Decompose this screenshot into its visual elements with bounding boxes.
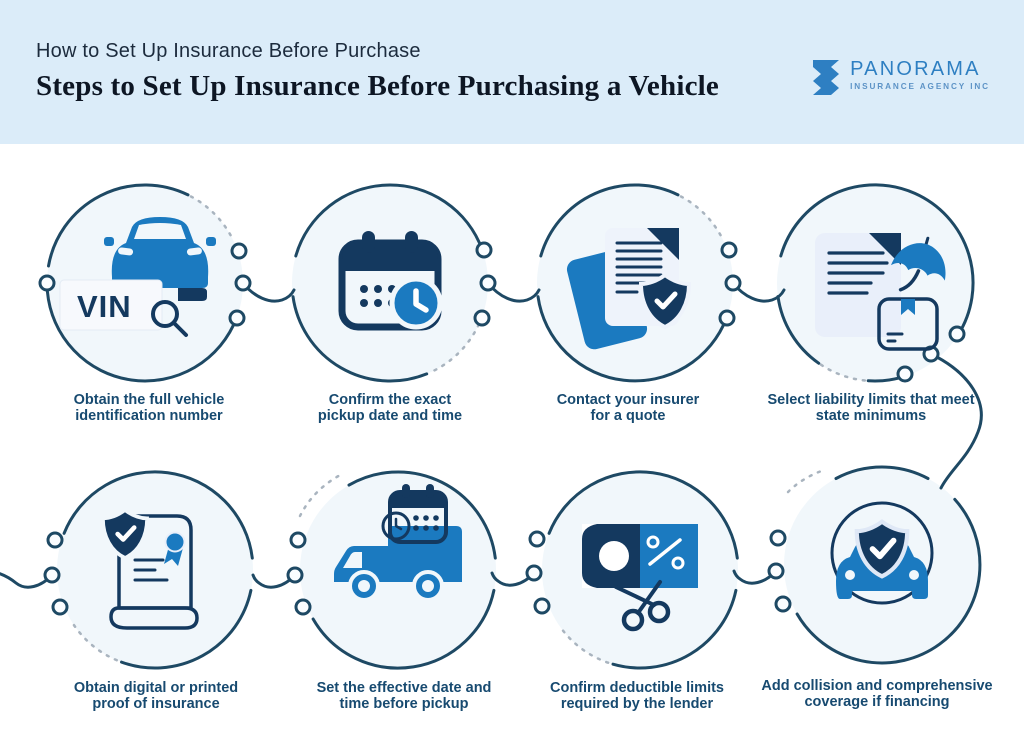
connector-hook [241, 281, 296, 303]
connector-dot [479, 274, 497, 292]
box-icon [877, 297, 939, 351]
shield-check-icon [854, 519, 910, 579]
connector-dot [525, 564, 543, 582]
connector-dot [228, 309, 246, 327]
step-ring [45, 290, 238, 383]
step-caption-2: Confirm the exact pickup date and time [317, 392, 463, 424]
connector-hook [732, 569, 778, 585]
connector-dot [51, 598, 69, 616]
banknote-percent-scissors-icon [582, 524, 698, 632]
document-lines [827, 251, 889, 295]
umbrella-icon [890, 236, 946, 292]
connector-dashed [679, 195, 725, 242]
step-ring [294, 183, 484, 258]
connector-hook [251, 573, 297, 589]
scissors-icon [614, 580, 671, 632]
connector-dot [767, 562, 785, 580]
connector-dot [896, 365, 914, 383]
step-caption-4: Select liability limits that meet state … [767, 392, 975, 424]
step-ring [62, 470, 254, 560]
connector-dot [769, 529, 787, 547]
truck-calendar-clock-icon [334, 484, 462, 602]
step-circle [292, 185, 488, 381]
connector-dashed [786, 468, 826, 494]
connector-hook [486, 281, 541, 303]
connector-dashed [818, 362, 867, 382]
connector-dot [528, 530, 546, 548]
page-title: Steps to Set Up Insurance Before Purchas… [36, 70, 719, 102]
step-caption-7: Confirm deductible limits required by th… [549, 680, 724, 712]
logo-tagline: INSURANCE AGENCY INC [850, 82, 990, 91]
connector-dot [718, 309, 736, 327]
connector-dashed [189, 195, 235, 242]
header: How to Set Up Insurance Before Purchase … [0, 0, 1024, 144]
step-ring [547, 470, 739, 560]
vin-label-text: VIN [77, 289, 132, 324]
step-caption-3: Contact your insurer for a quote [556, 392, 700, 424]
ribbon-seal-icon [164, 531, 186, 566]
connector-dot [724, 274, 742, 292]
vin-label [59, 279, 163, 331]
connector-dot [230, 242, 248, 260]
connector-dashed [558, 624, 610, 664]
step-ring [120, 588, 253, 670]
step-ring [291, 295, 429, 383]
calendar-clock-icon [338, 231, 443, 331]
connector-dot [43, 566, 61, 584]
car-shield-check-icon [830, 501, 934, 605]
connector-dot [720, 241, 738, 259]
step-caption-6: Set the effective date and time before p… [316, 680, 492, 712]
mini-calendar-icon [381, 484, 448, 544]
car-icon [104, 217, 216, 301]
certificate-lines [133, 558, 169, 582]
shield-check-icon [101, 507, 149, 560]
step-caption-1: Obtain the full vehicle identification n… [73, 392, 225, 424]
car-vin-search-icon: VIN [59, 217, 216, 337]
connector-dashed [71, 622, 118, 662]
logo-name: PANORAMA [850, 58, 981, 80]
connector-dot [234, 274, 252, 292]
step-ring [834, 465, 930, 480]
shield-check-icon [638, 272, 692, 330]
step-ring [611, 588, 738, 670]
connector-dot [533, 597, 551, 615]
clock-icon [381, 511, 411, 541]
step-ring [795, 497, 982, 665]
step-ring [776, 295, 821, 365]
documents-shield-check-icon [566, 228, 692, 350]
step-ring [311, 588, 496, 670]
logo-mark-icon [813, 60, 840, 95]
connector-dot [774, 595, 792, 613]
step-ring [539, 183, 680, 258]
step-caption-8: Add collision and comprehensive coverage… [761, 678, 993, 710]
connector-dot [294, 598, 312, 616]
step-caption-5: Obtain digital or printed proof of insur… [73, 680, 239, 712]
connector-hook [490, 571, 536, 587]
connector-dot [475, 241, 493, 259]
magnifier-icon [151, 300, 188, 337]
document-umbrella-box-icon [815, 233, 946, 351]
connector-hook [731, 281, 786, 303]
connector-dot [46, 531, 64, 549]
step-ring [347, 470, 497, 560]
connector-hook [929, 352, 983, 490]
kicker-text: How to Set Up Insurance Before Purchase [36, 40, 421, 62]
logo: PANORAMA INSURANCE AGENCY INC [810, 58, 990, 98]
connector-hook [0, 572, 54, 589]
document-lines [615, 241, 663, 294]
connector-dot [289, 531, 307, 549]
connector-dot [948, 325, 966, 343]
certificate-shield-ribbon-icon [101, 507, 199, 630]
connector-dot [286, 566, 304, 584]
connector-dot [38, 274, 56, 292]
connector-dot [473, 309, 491, 327]
percent-icon [646, 535, 685, 570]
step-ring [536, 295, 728, 383]
step-ring [47, 183, 190, 268]
step-ring [779, 183, 975, 337]
